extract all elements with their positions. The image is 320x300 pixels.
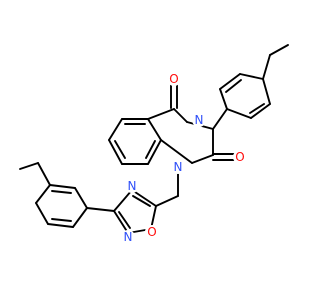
molecule-structure: O N N O N N O: [19, 44, 289, 244]
bond: [35, 184, 51, 204]
nitrogen-label: N: [124, 230, 133, 244]
bond: [269, 44, 289, 56]
bond: [86, 207, 115, 212]
bond: [191, 154, 214, 164]
atom-labels: O N N O N N O: [121, 72, 247, 244]
bond: [250, 103, 271, 119]
bond: [173, 108, 188, 123]
nitrogen-label: N: [195, 113, 204, 127]
bond: [225, 79, 242, 93]
oxygen-label: O: [147, 225, 156, 239]
bond: [147, 118, 162, 141]
atom-n-oxadiazole-bottom: N: [121, 230, 135, 244]
bond: [145, 140, 156, 159]
bond: [219, 73, 241, 90]
atom-o-upper: O: [167, 72, 181, 86]
bond: [132, 195, 151, 207]
nitrogen-label: N: [174, 160, 183, 174]
bond: [147, 139, 162, 165]
bond: [239, 73, 264, 80]
bond: [226, 108, 252, 119]
bond: [118, 211, 131, 229]
bond: [35, 202, 49, 225]
bond: [113, 210, 129, 234]
bond: [219, 88, 228, 110]
atom-n1: N: [171, 160, 185, 174]
bond: [114, 140, 126, 159]
bond: [108, 118, 123, 141]
nitrogen-label: N: [128, 179, 137, 193]
bond: [147, 108, 175, 120]
bond: [155, 195, 179, 207]
atom-o-oxadiazole: O: [145, 225, 159, 239]
bond: [49, 184, 76, 189]
oxygen-label: O: [235, 150, 244, 164]
atom-n3: N: [192, 113, 206, 127]
bond: [262, 78, 271, 105]
bond: [212, 108, 228, 130]
bond: [37, 162, 51, 186]
bond: [51, 190, 72, 194]
bond: [108, 139, 123, 165]
bond: [113, 189, 133, 212]
bond: [51, 218, 72, 222]
bond: [249, 103, 265, 114]
oxygen-label: O: [169, 72, 178, 86]
bond: [160, 139, 193, 164]
atom-o-right: O: [233, 150, 247, 164]
bond: [72, 207, 88, 228]
bond: [47, 223, 74, 228]
bond: [262, 54, 271, 80]
atom-n-oxadiazole-top: N: [125, 179, 139, 193]
bond: [74, 187, 88, 209]
bonds: [19, 44, 289, 234]
bond: [131, 189, 157, 207]
bond: [19, 162, 39, 170]
